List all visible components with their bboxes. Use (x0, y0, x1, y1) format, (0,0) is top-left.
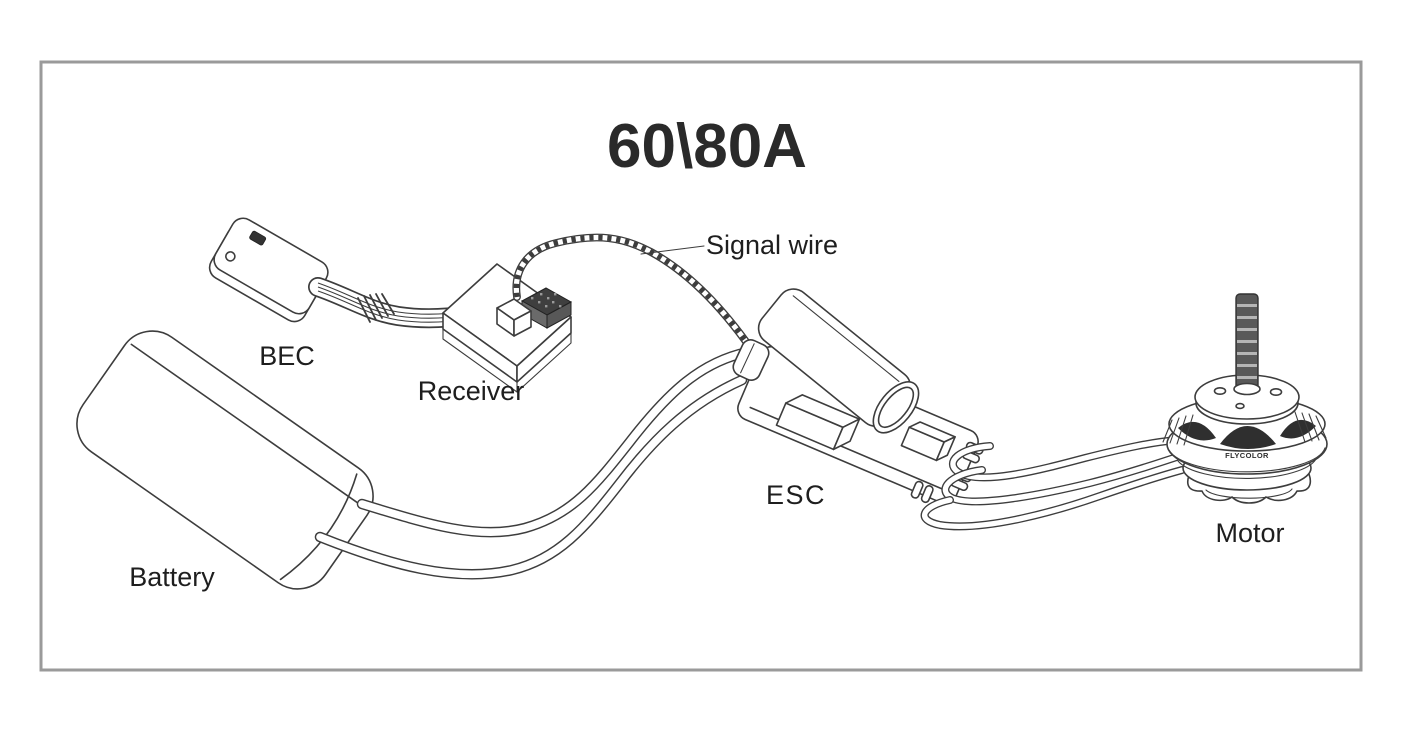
bec-button-dot (225, 251, 236, 262)
motor-shaft-collar (1233, 382, 1261, 396)
motor-wires (920, 436, 1186, 531)
bec-connector-pad (249, 230, 267, 246)
diagram-border-frame (39, 60, 1363, 672)
battery-label: Battery (129, 562, 215, 592)
motor-illustration: FLYCOLOR (1162, 293, 1328, 504)
motor-vent-openings (1178, 419, 1316, 449)
receiver-illustration (442, 263, 573, 393)
esc-chip-large (775, 394, 861, 451)
receiver-pin-header (520, 287, 573, 329)
receiver-plug (496, 298, 532, 337)
bec-label: BEC (259, 341, 315, 371)
receiver-label: Receiver (418, 376, 525, 406)
motor-fin-hatch (1162, 411, 1327, 446)
esc-wire-bracket (732, 339, 770, 381)
bec-illustration (208, 217, 329, 323)
signal-wire-label: Signal wire (706, 230, 838, 260)
signal-wire (512, 233, 756, 354)
component-labels: BEC Receiver Signal wire Battery ESC Mot… (129, 230, 1284, 592)
diagram-title: 60\80A (607, 112, 807, 181)
battery-illustration (76, 330, 374, 590)
battery-wires (314, 346, 754, 580)
esc-label: ESC (766, 480, 826, 510)
esc-capacitor (757, 288, 920, 434)
esc-chip-small (900, 421, 956, 462)
motor-shaft (1235, 293, 1259, 391)
ribbon-fold-hatch (357, 293, 395, 323)
motor-label: Motor (1215, 518, 1284, 548)
signal-wire-leader-line (640, 245, 705, 255)
esc-illustration (732, 288, 984, 505)
motor-brand-text: FLYCOLOR (1225, 451, 1269, 460)
